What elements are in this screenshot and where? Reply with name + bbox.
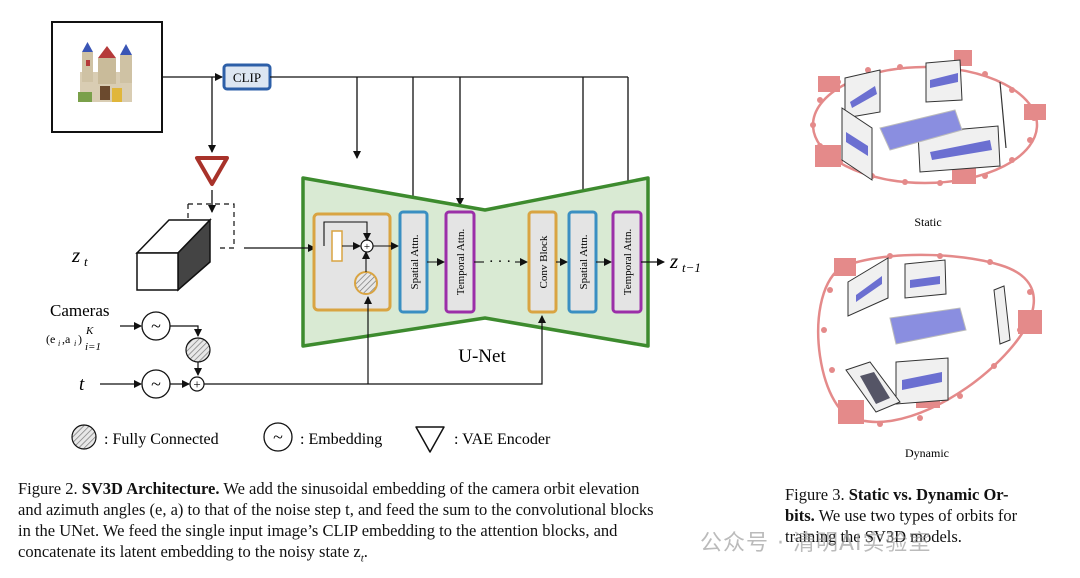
fully-connected-icon-cameras — [185, 337, 211, 363]
legend: : Fully Connected ~ : Embedding : VAE En… — [71, 422, 551, 453]
svg-text:i: i — [58, 339, 60, 348]
fig2-line4-end: . — [363, 542, 368, 561]
zt-subscript: t — [84, 254, 88, 269]
svg-text:,a: ,a — [62, 332, 71, 346]
vae-encoder-legend-icon — [415, 426, 445, 453]
spatial-attn-block-1: Spatial Attn. — [398, 210, 429, 314]
embedding-icon: ~ — [263, 422, 293, 452]
ztm1-subscript: t−1 — [682, 260, 701, 275]
fig3-title-a: Static vs. Dynamic Or- — [848, 485, 1009, 504]
fig3-line2: We use two types of orbits for — [814, 506, 1018, 525]
fig2-prefix: Figure 2. — [18, 479, 82, 498]
clip-block: CLIP — [222, 63, 272, 91]
svg-text:): ) — [78, 332, 82, 346]
cameras-label: Cameras — [50, 301, 109, 320]
vae-encoder-icon — [195, 156, 229, 186]
temporal-attn-block-2: Temporal Attn. — [611, 210, 643, 314]
embedding-icon-t: ~ — [141, 369, 171, 399]
dynamic-label: Dynamic — [905, 446, 949, 460]
fig2-line3: in the UNet. We feed the single input im… — [18, 521, 618, 540]
latent-cube-icon — [135, 203, 235, 292]
cameras-formula: (e i ,a i ) K i=1 — [46, 325, 101, 353]
zt-label: z — [71, 243, 80, 267]
fig2-line1: We add the sinusoidal embedding of the c… — [219, 479, 640, 498]
ztm1-label: z — [669, 249, 678, 273]
dynamic-orbit-figure: Dynamic — [816, 253, 1042, 460]
spatial-attn-label-1: Spatial Attn. — [409, 234, 421, 289]
add-op-embedding: + — [189, 376, 205, 392]
svg-text:K: K — [85, 325, 94, 337]
fully-connected-icon — [71, 424, 97, 450]
conv-input-block: + — [312, 212, 399, 312]
svg-text:~: ~ — [151, 316, 161, 336]
svg-text:i=1: i=1 — [85, 341, 101, 353]
legend-embedding: : Embedding — [300, 431, 382, 448]
figure2-caption: Figure 2. SV3D Architecture. We add the … — [18, 478, 758, 569]
temporal-attn-label-2: Temporal Attn. — [622, 229, 634, 296]
fig2-line4-sub: t — [360, 552, 364, 565]
fig2-line4: concatenate its latent embedding to the … — [18, 542, 361, 561]
legend-fully-connected: : Fully Connected — [104, 431, 219, 448]
unet-label: U-Net — [458, 346, 506, 367]
add-op-inner: + — [364, 241, 370, 253]
watermark: 公众号 · 清明AI实验室 — [700, 531, 932, 556]
clip-label: CLIP — [233, 70, 261, 85]
temporal-attn-label-1: Temporal Attn. — [455, 229, 467, 296]
figure3-caption: Figure 3. Static vs. Dynamic Or- bits. W… — [785, 484, 1070, 547]
svg-text:+: + — [193, 377, 200, 392]
fig3-title-b: bits. — [785, 506, 815, 525]
spatial-attn-block-2: Spatial Attn. — [567, 210, 598, 314]
static-orbit-figure: Static — [810, 50, 1046, 229]
svg-text:~: ~ — [151, 374, 161, 394]
t-label: t — [79, 374, 85, 395]
legend-vae-encoder: : VAE Encoder — [454, 431, 551, 448]
static-label: Static — [914, 215, 941, 229]
input-image — [51, 21, 163, 133]
spatial-attn-label-2: Spatial Attn. — [578, 234, 590, 289]
fig3-line3: training the SV3D models. — [785, 527, 962, 546]
ellipsis: · · · — [489, 254, 512, 270]
conv-block: Conv Block — [527, 210, 558, 314]
castle-image — [78, 42, 132, 102]
fig3-prefix: Figure 3. — [785, 485, 849, 504]
svg-text:(e: (e — [46, 332, 55, 346]
temporal-attn-block-1: Temporal Attn. — [444, 210, 476, 314]
svg-text:i: i — [74, 339, 76, 348]
svg-text:~: ~ — [273, 427, 283, 447]
fig2-title: SV3D Architecture. — [81, 479, 220, 498]
embedding-icon-cameras: ~ — [141, 311, 171, 341]
fig2-line2: and azimuth angles (e, a) to that of the… — [18, 500, 654, 519]
conv-block-label: Conv Block — [538, 235, 550, 288]
